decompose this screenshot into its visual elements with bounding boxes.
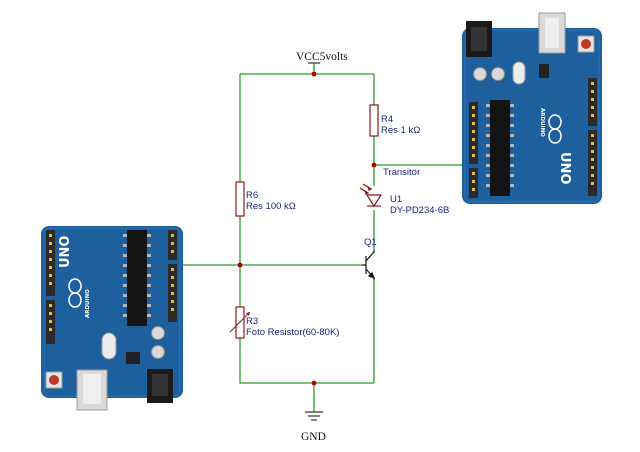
wire-gnd-rail-left xyxy=(239,338,374,384)
usb-port-inner xyxy=(83,374,101,404)
photoresistor-r3-icon xyxy=(229,306,251,339)
r4-ref-label: R4 xyxy=(381,114,393,125)
resistor-r6-icon xyxy=(235,181,245,217)
r6-ref-label: R6 xyxy=(246,190,258,201)
regulator-icon xyxy=(539,64,549,78)
r3-ref-label: R3 xyxy=(246,316,258,327)
arduino-infinity-logo xyxy=(68,278,82,308)
wires xyxy=(183,63,462,412)
header-pin-dots xyxy=(49,234,174,331)
board-pcb xyxy=(41,226,183,398)
junction-dot xyxy=(237,262,243,268)
vcc-label: VCC5volts xyxy=(296,51,348,63)
chip-pins xyxy=(123,234,151,317)
header-digital-pins-high xyxy=(588,78,597,126)
capacitor-icon xyxy=(491,67,505,81)
header-pin-dots xyxy=(472,82,594,191)
board-edge xyxy=(464,29,600,203)
junction-dot xyxy=(311,71,317,77)
board-model-label: UNO xyxy=(58,236,73,269)
atmega-chip xyxy=(127,230,147,326)
ground-label: GND xyxy=(301,431,326,443)
board-brand-label: ARDUINO xyxy=(539,108,545,137)
regulator-icon xyxy=(126,352,140,364)
capacitor-icon xyxy=(473,67,487,81)
junction-dots xyxy=(237,71,377,386)
reset-button-cap xyxy=(49,375,59,385)
transistor-net-label: Transitor xyxy=(383,167,420,178)
board-brand-label: ARDUINO xyxy=(85,289,91,318)
junction-dot xyxy=(371,162,377,168)
photodiode-u1-icon xyxy=(359,183,383,208)
header-digital-pins-low xyxy=(588,130,597,196)
atmega-chip xyxy=(490,100,510,196)
u1-value-label: DY-PD234-6B xyxy=(390,205,449,216)
power-jack-inner xyxy=(152,374,168,396)
power-jack-inner xyxy=(471,27,487,51)
arduino-board-right[interactable]: UNO ARDUINO xyxy=(462,12,602,204)
arduino-infinity-logo xyxy=(548,114,562,144)
capacitor-icon xyxy=(151,326,165,340)
q1-ref-label: Q1 xyxy=(364,237,377,248)
arduino-board-left[interactable]: UNO ARDUINO xyxy=(41,226,183,411)
usb-port-inner xyxy=(545,18,559,48)
r3-value-label: Foto Resistor(60-80K) xyxy=(246,327,339,338)
reset-button-cap xyxy=(581,39,591,49)
r6-value-label: Res 100 kΩ xyxy=(246,201,296,212)
chip-pins xyxy=(486,104,514,187)
capacitor-icon xyxy=(151,345,165,359)
junction-dot xyxy=(311,380,317,386)
crystal-icon xyxy=(512,61,526,85)
ground-symbol-icon xyxy=(305,411,323,421)
transistor-q1-icon xyxy=(362,250,376,280)
resistor-r4-icon xyxy=(369,104,379,137)
board-model-label: UNO xyxy=(557,152,572,185)
crystal-icon xyxy=(101,332,117,360)
u1-ref-label: U1 xyxy=(390,194,402,205)
r4-value-label: Res 1 kΩ xyxy=(381,125,420,136)
board-edge xyxy=(43,227,181,397)
header-digital-pins-low xyxy=(46,230,55,296)
